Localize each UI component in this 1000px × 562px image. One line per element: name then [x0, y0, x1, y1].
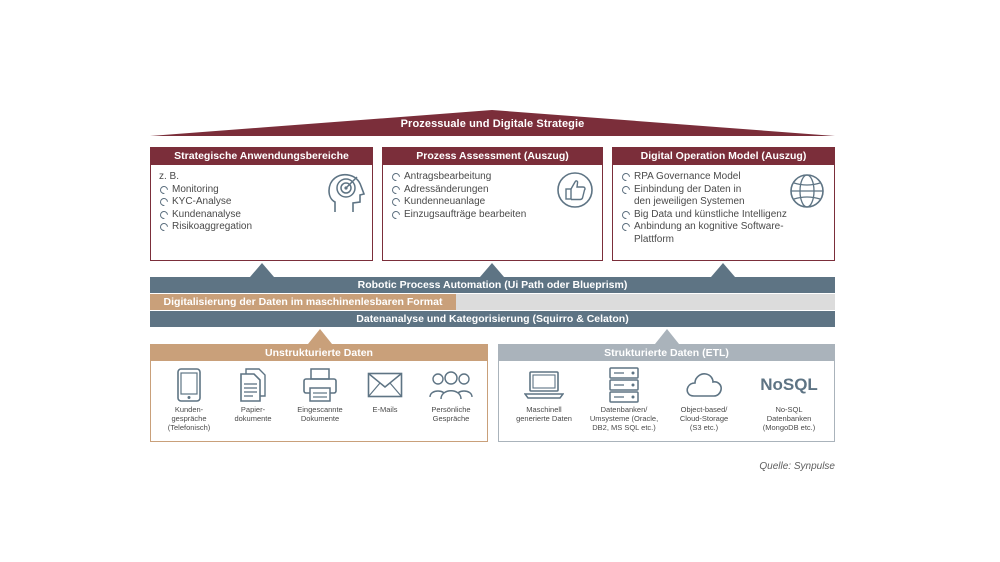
source-item: Maschinell generierte Daten — [509, 367, 579, 423]
panel-title: Strukturierte Daten (ETL) — [499, 345, 834, 361]
source-item: Object-based/ Cloud-Storage (S3 etc.) — [669, 367, 739, 432]
source-label: No-SQL Datenbanken (MongoDB etc.) — [762, 405, 816, 432]
list-item: Einbindung der Daten in den jeweiligen S… — [621, 184, 834, 209]
refresh-bullet-icon — [621, 184, 634, 196]
list-item: Einzugsaufträge bearbeiten — [391, 209, 602, 222]
source-label: Object-based/ Cloud-Storage (S3 etc.) — [679, 405, 729, 432]
phone-icon — [177, 368, 201, 402]
list-item: Kundenneuanlage — [391, 196, 602, 209]
server-icon — [609, 367, 639, 403]
analysis-band: Datenanalyse und Kategorisierung (Squirr… — [150, 311, 835, 327]
source-label: Persönliche Gespräche — [431, 405, 471, 423]
document-icon — [240, 368, 266, 402]
refresh-bullet-icon — [621, 171, 634, 183]
connector-arrow-3 — [711, 263, 735, 277]
refresh-bullet-icon — [391, 184, 404, 196]
column-process-assessment: Prozess Assessment (Auszug) Antragsbearb… — [382, 147, 603, 261]
source-label: Kunden- gespräche (Telefonisch) — [167, 405, 211, 432]
source-label: E-Mails — [372, 405, 398, 414]
column-title: Strategische Anwendungsbereiche — [151, 148, 372, 165]
list-item: Antragsbearbeitung — [391, 171, 602, 184]
source-item: Papier- dokumente — [223, 367, 283, 423]
source-label: Datenbanken/ Umsysteme (Oracle, DB2, MS … — [589, 405, 659, 432]
roof-shape — [150, 110, 835, 136]
refresh-bullet-icon — [159, 184, 172, 196]
people-icon — [429, 371, 473, 400]
list-item: RPA Governance Model — [621, 171, 834, 184]
refresh-bullet-icon — [391, 196, 404, 208]
head-target-icon — [328, 173, 366, 212]
column-digital-operation-model: Digital Operation Model (Auszug) RPA Gov… — [612, 147, 835, 261]
list-item: Risikoaggregation — [159, 221, 372, 234]
panel-title: Unstrukturierte Daten — [151, 345, 487, 361]
list-item: Monitoring — [159, 184, 372, 197]
source-item: Kunden- gespräche (Telefonisch) — [159, 367, 219, 432]
structured-data-panel: Strukturierte Daten (ETL) Maschinell gen… — [498, 344, 835, 442]
connector-arrow-4 — [308, 329, 332, 344]
column-intro: z. B. — [159, 171, 180, 182]
refresh-bullet-icon — [159, 196, 172, 208]
connector-arrow-1 — [250, 263, 274, 277]
source-item: Datenbanken/ Umsysteme (Oracle, DB2, MS … — [587, 367, 661, 432]
laptop-icon — [524, 371, 564, 399]
refresh-bullet-icon — [391, 171, 404, 183]
source-label: Papier- dokumente — [234, 405, 272, 423]
list-item: Big Data und künstliche Intelligenz — [621, 209, 834, 222]
ocr-band: Digitalisierung der Daten im maschinenle… — [150, 294, 456, 324]
source-item: NoSQL No-SQL Datenbanken (MongoDB etc.) — [749, 367, 829, 432]
printer-icon — [303, 368, 337, 402]
rpa-band: Robotic Process Automation (Ui Path oder… — [150, 277, 835, 293]
unstructured-data-panel: Unstrukturierte Daten Kunden- gespräche … — [150, 344, 488, 442]
source-item: Persönliche Gespräche — [419, 367, 483, 423]
source-label: Eingescannte Dokumente — [297, 405, 343, 423]
refresh-bullet-icon — [391, 209, 404, 221]
list-item: Anbindung an kognitive Software- Plattfo… — [621, 221, 834, 246]
column-title: Digital Operation Model (Auszug) — [613, 148, 834, 165]
connector-arrow-2 — [480, 263, 504, 277]
ocr-band-tail — [456, 294, 835, 310]
source-label: Maschinell generierte Daten — [516, 405, 572, 423]
thumbs-up-icon — [557, 172, 593, 208]
refresh-bullet-icon — [159, 209, 172, 221]
roof-title: Prozessuale und Digitale Strategie — [400, 118, 585, 130]
cloud-icon — [686, 373, 722, 397]
refresh-bullet-icon — [621, 221, 634, 233]
source-item: Eingescannte Dokumente — [288, 367, 352, 423]
source-item: E-Mails — [357, 367, 413, 414]
refresh-bullet-icon — [621, 209, 634, 221]
nosql-logo: NoSQL — [760, 375, 818, 394]
list-item: Kundenanalyse — [159, 209, 372, 222]
envelope-icon — [367, 372, 403, 398]
column-title: Prozess Assessment (Auszug) — [383, 148, 602, 165]
globe-icon — [790, 174, 824, 208]
connector-arrow-5 — [655, 329, 679, 344]
column-strategic-areas: Strategische Anwendungsbereiche z. B. Mo… — [150, 147, 373, 261]
list-item: KYC-Analyse — [159, 196, 372, 209]
source-note: Quelle: Synpulse — [759, 461, 835, 472]
list-item: Adressänderungen — [391, 184, 602, 197]
refresh-bullet-icon — [159, 221, 172, 233]
